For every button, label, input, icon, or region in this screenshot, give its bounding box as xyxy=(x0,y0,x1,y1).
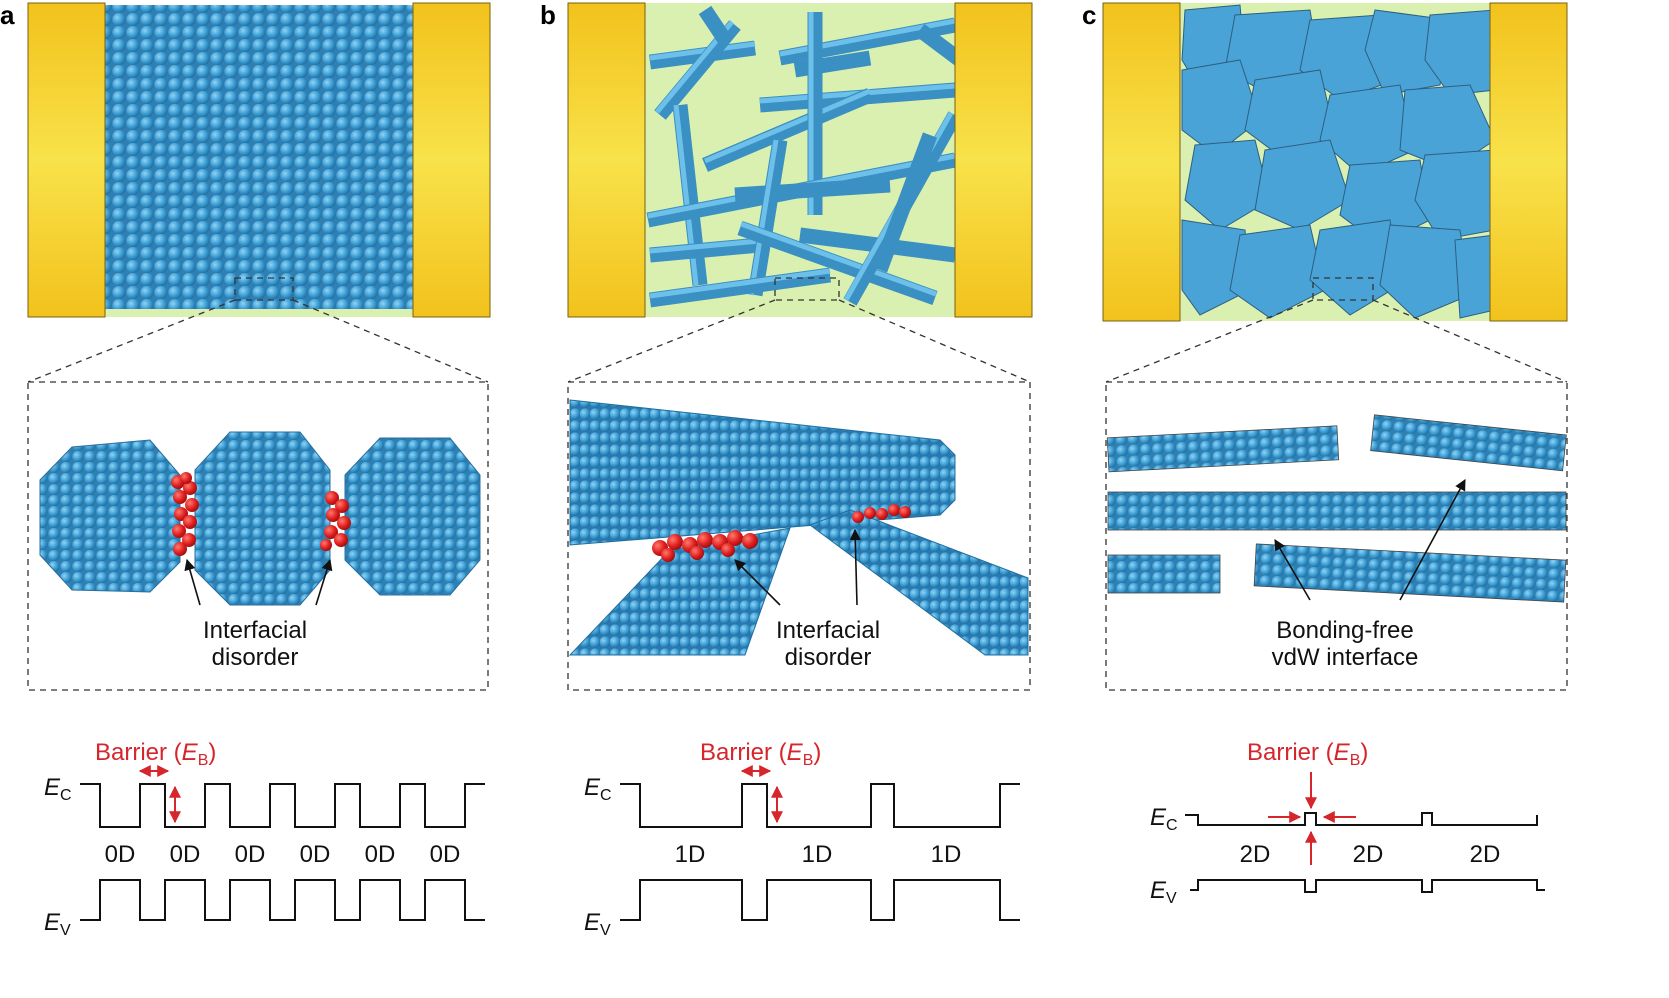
panel-b: b xyxy=(540,0,1033,939)
seg-c-0: 2D xyxy=(1240,841,1271,868)
disorder-cluster-b1 xyxy=(652,530,758,562)
ev-label-b: EV xyxy=(584,909,611,939)
device-c xyxy=(1102,2,1568,322)
disorder-cluster-2 xyxy=(320,491,351,551)
arrow-a1 xyxy=(184,558,201,606)
barrier-label-c: Barrier (EB) xyxy=(1247,739,1368,769)
disorder-cluster-b2 xyxy=(852,504,911,523)
electrode-right-c xyxy=(1489,2,1568,322)
layer-bottom-right xyxy=(1253,543,1567,603)
seg-b-1: 1D xyxy=(802,841,833,868)
seg-a-1: 0D xyxy=(170,841,201,868)
nanocrystal-film xyxy=(105,5,415,309)
barrier-label-b: Barrier (EB) xyxy=(700,739,821,769)
2d-flakes xyxy=(1181,4,1496,319)
band-diagram-c: Barrier (EB) EC 2D 2D 2D EV xyxy=(1150,739,1545,907)
layer-bottom-left xyxy=(1107,554,1221,594)
seg-c-1: 2D xyxy=(1353,841,1384,868)
ev-label-a: EV xyxy=(44,909,71,939)
nanowires xyxy=(646,5,965,308)
inset-label-a-1: Interfacial xyxy=(203,617,307,644)
seg-c-2: 2D xyxy=(1470,841,1501,868)
layer-middle xyxy=(1107,491,1567,531)
arrow-b2 xyxy=(849,528,861,606)
seg-b-2: 1D xyxy=(931,841,962,868)
inset-label-a-2: disorder xyxy=(212,644,299,671)
seg-a-0: 0D xyxy=(105,841,136,868)
inset-label-c-2: vdW interface xyxy=(1272,644,1419,671)
inset-label-b-1: Interfacial xyxy=(776,617,880,644)
seg-a-5: 0D xyxy=(430,841,461,868)
arrow-b1 xyxy=(734,559,781,606)
panel-a-letter: a xyxy=(0,0,15,30)
panel-b-letter: b xyxy=(540,0,556,30)
panel-a: a xyxy=(0,0,491,939)
seg-a-2: 0D xyxy=(235,841,266,868)
layer-top-left xyxy=(1106,425,1340,473)
barrier-label-a: Barrier (EB) xyxy=(95,739,216,769)
electrode-left-c xyxy=(1102,2,1181,322)
seg-a-4: 0D xyxy=(365,841,396,868)
zoom-box-c xyxy=(1312,277,1374,301)
arrow-c2 xyxy=(1399,479,1466,601)
inset-label-c-1: Bonding-free xyxy=(1276,617,1413,644)
inset-label-b-2: disorder xyxy=(785,644,872,671)
nanocrystals xyxy=(39,431,481,606)
ev-label-c: EV xyxy=(1150,877,1177,907)
band-diagram-b: Barrier (EB) EC 1D 1D 1D EV xyxy=(584,739,1020,939)
device-b xyxy=(567,2,1033,318)
layered-2d-structure xyxy=(1106,414,1567,603)
seg-b-0: 1D xyxy=(675,841,706,868)
electrode-right-a xyxy=(412,2,491,318)
seg-a-3: 0D xyxy=(300,841,331,868)
electrode-left-a xyxy=(27,2,106,318)
arrow-c1 xyxy=(1274,539,1311,601)
inset-b xyxy=(567,381,1031,691)
panel-c: c xyxy=(1082,0,1568,907)
ec-label-b: EC xyxy=(584,774,612,804)
disorder-cluster-1 xyxy=(171,472,199,556)
ec-label-a: EC xyxy=(44,774,72,804)
ec-label-c: EC xyxy=(1150,804,1178,834)
electrode-left-b xyxy=(567,2,646,318)
layer-top-right xyxy=(1370,414,1567,472)
electrode-right-b xyxy=(954,2,1033,318)
device-a xyxy=(27,2,491,318)
zoom-box-a xyxy=(234,277,294,301)
arrow-a2 xyxy=(315,558,333,606)
band-diagram-a: Barrier (EB) EC 0D 0D 0D 0D 0D 0D EV xyxy=(44,739,485,939)
panel-c-letter: c xyxy=(1082,0,1096,30)
